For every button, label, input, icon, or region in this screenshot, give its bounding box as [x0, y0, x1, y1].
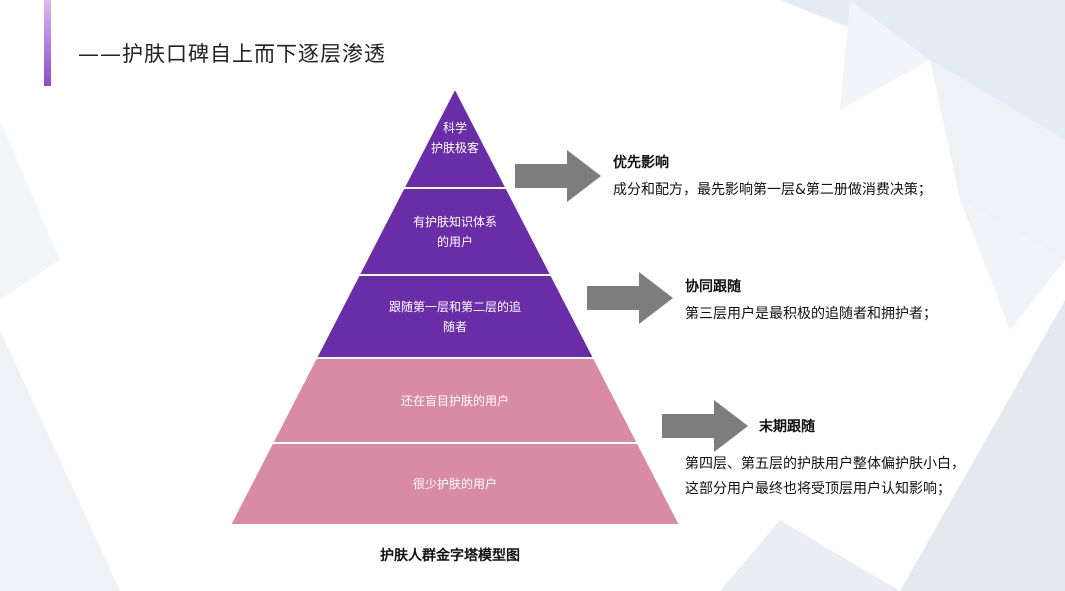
pyramid-level-line: 有护肤知识体系	[412, 214, 497, 229]
annotation-text: 成分和配方，最先影响第一层&第二册做消费决策；	[613, 182, 932, 198]
pyramid-level-line: 护肤极客	[430, 141, 479, 155]
pyramid-level-line: 科学	[442, 121, 467, 135]
annotation-heading: 协同跟随	[685, 279, 741, 295]
annotation-text: 这部分用户最终也将受顶层用户认知影响；	[685, 481, 951, 497]
annotation-text: 第四层、第五层的护肤用户整体偏护肤小白，	[685, 456, 965, 472]
arrow-icon	[662, 400, 748, 452]
pyramid-level-label: 还在盲目护肤的用户	[345, 391, 565, 411]
pyramid-level-line: 跟随第一层和第二层的追	[388, 299, 521, 314]
pyramid-level-label: 很少护肤的用户	[345, 474, 565, 494]
pyramid-level-label: 跟随第一层和第二层的追随者	[345, 297, 565, 337]
pyramid-level-line: 还在盲目护肤的用户	[400, 393, 509, 408]
pyramid-level-line: 随者	[442, 319, 467, 334]
title-accent-bar	[44, 0, 51, 86]
pyramid-level-label: 科学护肤极客	[345, 118, 565, 158]
pyramid-level-5	[228, 442, 682, 526]
arrow-icon	[587, 272, 673, 324]
pyramid-level-line: 的用户	[436, 234, 473, 249]
annotation-text: 第三层用户是最积极的追随者和拥护者；	[685, 306, 937, 322]
pyramid-level-line: 很少护肤的用户	[412, 477, 497, 491]
arrow-icon	[515, 150, 601, 202]
diagram-caption: 护肤人群金字塔模型图	[380, 548, 520, 564]
pyramid-level-label: 有护肤知识体系的用户	[345, 212, 565, 252]
annotation-heading: 优先影响	[613, 155, 669, 171]
slide-title: ——护肤口碑自上而下逐层渗透	[78, 42, 386, 66]
annotation-heading: 末期跟随	[759, 419, 815, 435]
